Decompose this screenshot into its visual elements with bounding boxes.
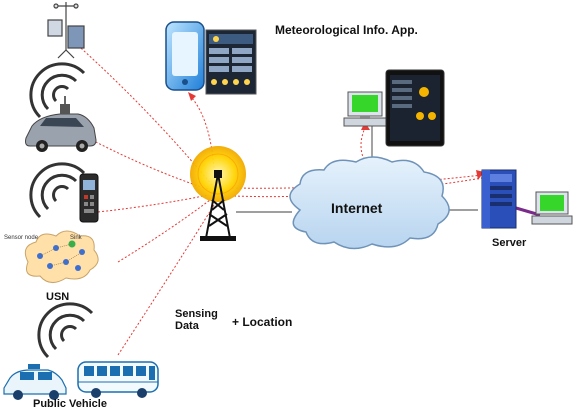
wifi-icon bbox=[31, 164, 84, 217]
app-label: Meteorological Info. App. bbox=[275, 24, 425, 37]
sink-label: Sink bbox=[70, 235, 82, 241]
server-label: Server bbox=[492, 237, 526, 249]
car-icon bbox=[26, 96, 97, 152]
server-icon bbox=[482, 170, 516, 228]
public-vehicle-label: Public Vehicle bbox=[33, 398, 107, 410]
antenna-tower-icon bbox=[190, 146, 246, 241]
flow-usn bbox=[118, 200, 210, 262]
taxi-icon bbox=[4, 364, 66, 400]
bus-icon bbox=[78, 362, 158, 398]
usn-label: USN bbox=[46, 291, 69, 303]
tablet-icon bbox=[386, 70, 444, 146]
sensor-node-label: Sensor node bbox=[4, 235, 38, 241]
sensor-device-icon bbox=[80, 174, 98, 222]
sensing-data-label: Sensing Data bbox=[175, 308, 235, 332]
flow-vehicle bbox=[118, 205, 214, 355]
wifi-icon bbox=[39, 304, 92, 357]
pc-monitor-icon bbox=[344, 92, 386, 126]
weather-app-screen-icon bbox=[206, 30, 256, 94]
smartphone-icon bbox=[166, 22, 204, 90]
server-monitor-icon bbox=[532, 192, 572, 224]
arrow-app bbox=[188, 92, 196, 101]
location-label: + Location bbox=[232, 316, 292, 329]
internet-label: Internet bbox=[331, 201, 382, 216]
wifi-icon bbox=[31, 64, 84, 117]
flow-sensor-device bbox=[98, 195, 208, 212]
weather-station-icon bbox=[48, 2, 84, 58]
